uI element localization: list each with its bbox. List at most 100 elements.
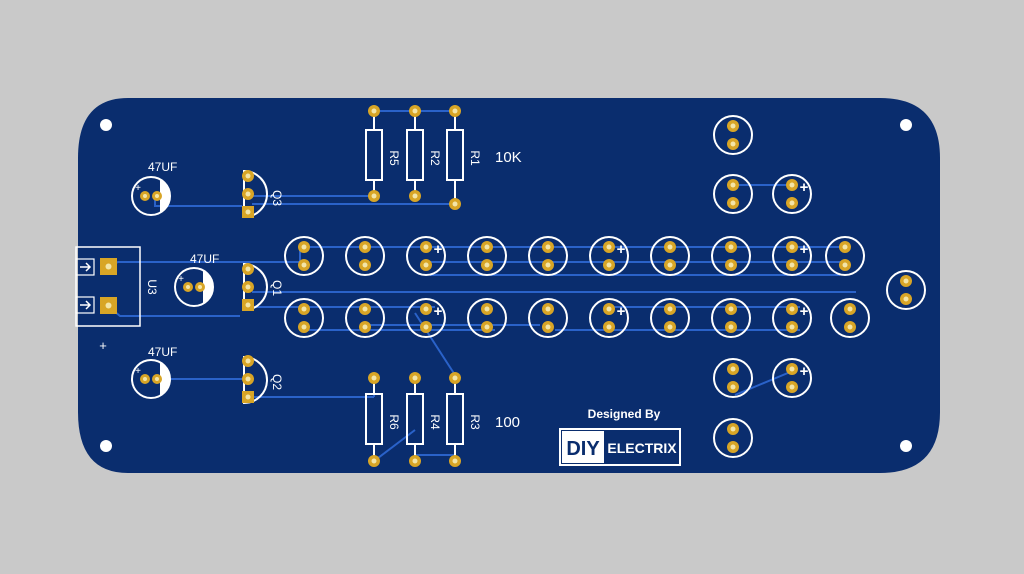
pad-hole <box>730 123 736 129</box>
logo-electrix-text: ELECTRIX <box>607 440 677 456</box>
led-polarity-plus: + <box>800 179 809 196</box>
resistor-r2 <box>406 105 424 202</box>
arrow-right-icon <box>80 262 92 272</box>
mounting-hole <box>100 440 112 452</box>
led-footprint: + <box>589 298 629 338</box>
led-footprint <box>467 236 507 276</box>
pad-hole <box>362 306 368 312</box>
pad-hole <box>667 244 673 250</box>
resistor-body <box>446 393 464 445</box>
led-footprint <box>711 236 751 276</box>
pad-hole <box>412 458 418 464</box>
pad-hole <box>412 375 418 381</box>
pad-hole <box>730 200 736 206</box>
pad-hole <box>545 244 551 250</box>
label-u3: U3 <box>145 279 159 295</box>
pad-hole <box>730 182 736 188</box>
capacitor-c-bottom: + <box>131 359 171 399</box>
pad-hole <box>545 306 551 312</box>
led-array: + + + + + + + + <box>284 115 926 458</box>
resistor-body <box>365 129 383 181</box>
led-outline <box>284 298 324 338</box>
label-q2: Q2 <box>270 374 284 390</box>
connector-outline <box>75 246 141 327</box>
pad-hole <box>186 285 190 289</box>
led-outline <box>406 298 446 338</box>
led-footprint <box>650 236 690 276</box>
label-bottom-resistor-value: 100 <box>495 414 520 431</box>
pad-hole <box>730 444 736 450</box>
label-plus: + <box>99 338 107 353</box>
designed-by-text: Designed By <box>588 407 661 421</box>
pad-hole <box>155 194 159 198</box>
led-outline <box>772 236 812 276</box>
logo-diy-box <box>562 431 604 463</box>
capacitor-polarity-band <box>160 362 171 396</box>
led-footprint <box>650 298 690 338</box>
pad-hole <box>245 173 251 179</box>
transistor-q2 <box>242 355 268 405</box>
led-outline <box>589 298 629 338</box>
pad-hole <box>198 285 202 289</box>
connector-arrow-box <box>75 296 95 314</box>
resistor-body <box>446 129 464 181</box>
led-outline <box>284 236 324 276</box>
pad-hole <box>789 182 795 188</box>
capacitor-c-mid: + <box>174 267 214 307</box>
led-polarity-plus: + <box>617 303 626 320</box>
pad-hole <box>606 324 612 330</box>
pad-hole <box>667 306 673 312</box>
pad-hole <box>484 306 490 312</box>
led-footprint <box>825 236 865 276</box>
led-polarity-plus: + <box>434 241 443 258</box>
mounting-hole <box>900 119 912 131</box>
pad-hole <box>452 201 458 207</box>
pad-hole <box>484 324 490 330</box>
led-footprint: + <box>772 174 812 214</box>
led-outline <box>467 298 507 338</box>
transistor-q1 <box>242 262 268 312</box>
led-polarity-plus: + <box>617 241 626 258</box>
led-footprint <box>713 115 753 155</box>
pad-hole <box>730 384 736 390</box>
pad-hole <box>371 375 377 381</box>
pad-hole <box>728 306 734 312</box>
led-outline <box>345 298 385 338</box>
led-footprint <box>830 298 870 338</box>
pad-hole <box>452 108 458 114</box>
mounting-hole <box>100 119 112 131</box>
led-polarity-plus: + <box>800 303 809 320</box>
pad-hole <box>545 262 551 268</box>
pad-hole <box>245 191 251 197</box>
pcb-board <box>78 98 940 473</box>
led-footprint: + <box>772 358 812 398</box>
led-footprint <box>886 270 926 310</box>
pad-hole <box>847 306 853 312</box>
pad-hole <box>789 244 795 250</box>
led-outline <box>711 298 751 338</box>
led-footprint: + <box>772 236 812 276</box>
pad-hole <box>667 262 673 268</box>
led-outline <box>772 358 812 398</box>
pad-hole <box>903 296 909 302</box>
mounting-holes <box>100 119 912 452</box>
pad-hole <box>105 302 112 309</box>
resistor-body <box>365 393 383 445</box>
resistor-r4 <box>406 372 424 467</box>
pad-hole <box>484 262 490 268</box>
led-outline <box>830 298 870 338</box>
led-footprint: + <box>406 298 446 338</box>
pad-hole <box>730 366 736 372</box>
pad-hole <box>143 194 147 198</box>
resistor-body <box>406 129 424 181</box>
pad-hole <box>728 324 734 330</box>
pad-hole <box>371 108 377 114</box>
led-footprint <box>284 298 324 338</box>
pad-hole <box>143 377 147 381</box>
pad-hole <box>371 193 377 199</box>
pad-hole <box>245 376 251 382</box>
pad-hole <box>301 306 307 312</box>
led-footprint: + <box>406 236 446 276</box>
pad-hole <box>789 306 795 312</box>
label-r1: R1 <box>468 150 482 166</box>
